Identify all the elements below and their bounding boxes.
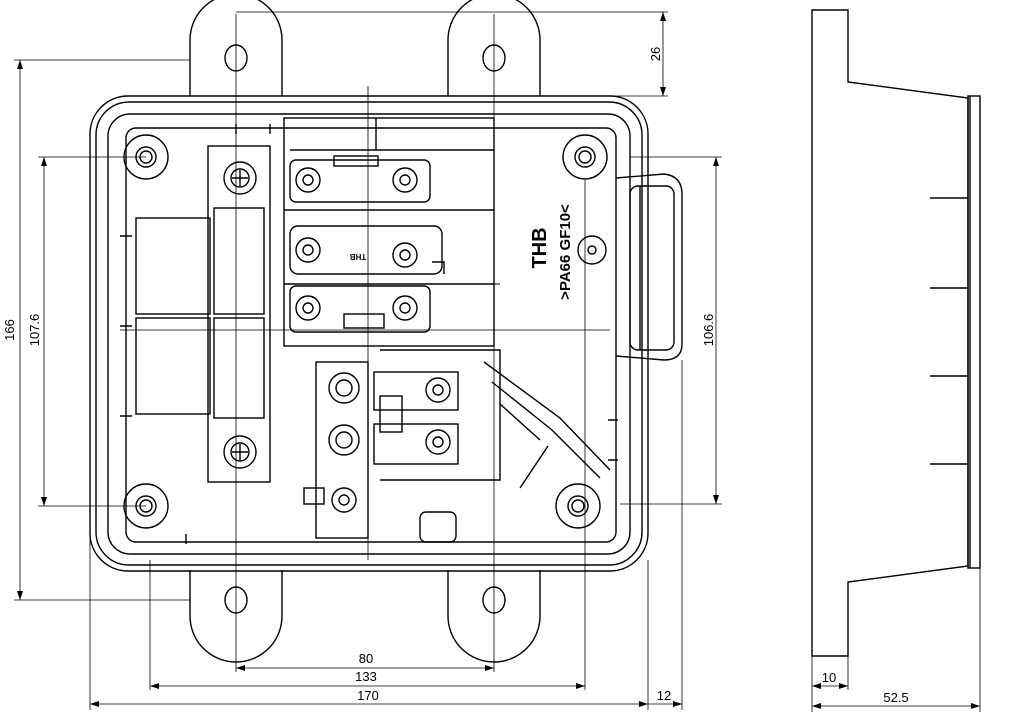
- brand-marking: THB: [529, 227, 551, 268]
- lower-latch: [419, 511, 457, 543]
- lower-terminal-block: [303, 361, 369, 539]
- side-lid: [967, 95, 981, 569]
- bus-bar-2: [289, 225, 445, 275]
- terminal-screw-lower: [223, 435, 257, 469]
- side-ribs: [930, 197, 968, 465]
- terminal-compartment-upper: [283, 117, 495, 347]
- dim-hole-vertical: 107.6: [27, 314, 42, 347]
- top-right-mounting-tab: [447, 0, 541, 96]
- dim-side-depth: 52.5: [883, 690, 908, 705]
- front-view: [89, 0, 683, 663]
- bus-bar-1: [289, 155, 431, 203]
- housing-floor: [125, 127, 617, 543]
- cable-window-bottom-right: [213, 317, 265, 419]
- dim-hole-horizontal: 133: [355, 669, 377, 684]
- dimension-lines: [14, 11, 981, 712]
- center-boss: [577, 235, 607, 265]
- dim-overall-height: 166: [2, 319, 17, 341]
- terminal-screw-upper: [223, 161, 257, 195]
- housing-outer: [89, 95, 649, 572]
- corner-screw-bottom-right: [555, 483, 601, 529]
- bus-bar-3: [289, 285, 431, 333]
- side-clip: [615, 173, 683, 361]
- lower-bus-bar-1: [373, 371, 459, 433]
- dimension-arrows: [17, 12, 980, 709]
- top-left-mounting-tab: [189, 0, 283, 96]
- cable-window-bottom-left: [135, 317, 211, 415]
- side-clip-inner: [629, 185, 675, 351]
- dim-clip-offset: 12: [657, 688, 671, 703]
- diode-channel: [483, 361, 611, 489]
- dim-tab-height: 26: [648, 47, 663, 61]
- cable-window-top-left: [135, 217, 211, 315]
- dim-side-flange: 10: [822, 670, 836, 685]
- lower-bus-bar-2: [373, 423, 459, 465]
- cable-window-top-right: [213, 207, 265, 315]
- dim-mounting-vertical: 106.6: [701, 314, 716, 347]
- edge-ribs: [120, 124, 618, 544]
- dim-hole-spacing-bottom: 80: [359, 651, 373, 666]
- dim-overall-width: 170: [357, 688, 379, 703]
- housing-rim: [95, 101, 643, 566]
- material-marking: >PA66 GF10<: [557, 204, 574, 300]
- side-view: [811, 9, 981, 657]
- housing-inner: [107, 113, 631, 555]
- side-profile: [811, 9, 969, 657]
- bus-bar-label: THB: [350, 252, 367, 261]
- corner-screw-top-right: [562, 134, 608, 180]
